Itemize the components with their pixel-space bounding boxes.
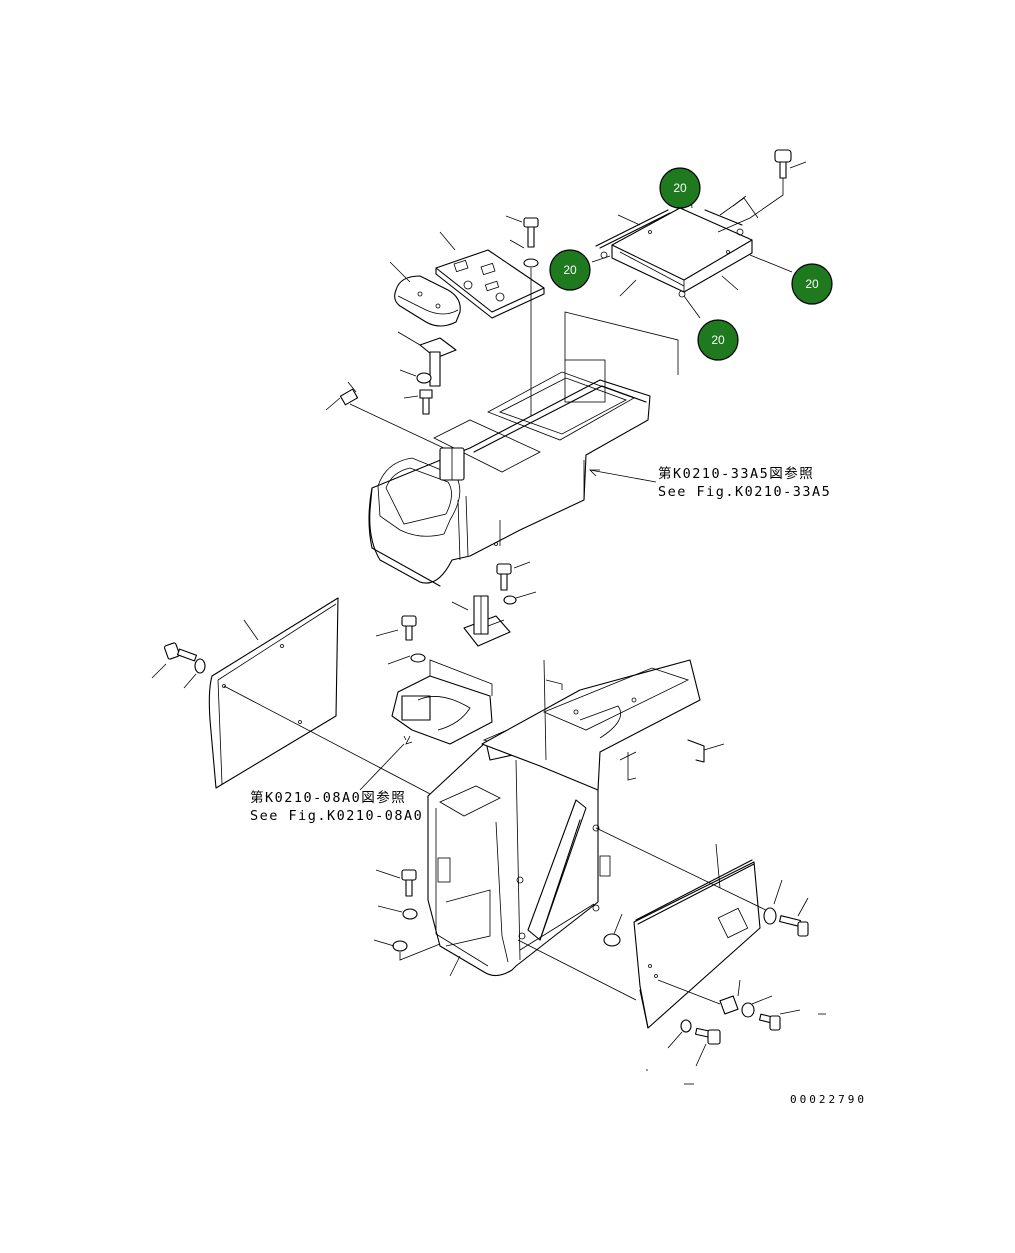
badge-circle (549, 249, 591, 291)
upper-tray-frame (481, 659, 701, 791)
sensor-plug (325, 381, 449, 451)
leader-lines-top (564, 161, 807, 375)
badge-circle (791, 263, 833, 305)
bolt-left-panel (151, 642, 206, 689)
switch-panel (435, 231, 545, 319)
washer-bolt-left (399, 369, 433, 415)
badge-circle (659, 167, 701, 209)
badge-label: 20 (711, 333, 725, 347)
bracket-small (397, 331, 457, 387)
bolt-mid-left (375, 615, 426, 665)
cup-holder-cover (389, 261, 461, 327)
callout-badge-4: 20 (697, 319, 739, 361)
side-panel-right (595, 827, 771, 1029)
bolts-lower-left (373, 869, 441, 961)
hook-clip (687, 739, 725, 763)
reference-lower-jp: 第K0210-08A0図参照 (250, 790, 407, 806)
badge-label: 20 (673, 181, 687, 195)
bolt-mid-right (496, 561, 537, 605)
reference-upper-jp: 第K0210-33A5図参照 (658, 466, 815, 482)
reference-upper-en: See Fig.K0210-33A5 (658, 484, 832, 500)
badge-label: 20 (563, 263, 577, 277)
drawing-number: 00022790 (790, 1093, 867, 1106)
lower-base (427, 715, 611, 977)
upper-console (368, 359, 657, 587)
side-panel-left (208, 597, 435, 797)
callout-badge-2: 20 (549, 249, 591, 291)
knob-screw (717, 149, 792, 233)
grommet-left (517, 913, 637, 1001)
callout-badge-1: 20 (659, 167, 701, 209)
mount-bracket (359, 659, 493, 791)
callout-badge-3: 20 (791, 263, 833, 305)
bolts-right (646, 879, 826, 1085)
badge-circle (697, 319, 739, 361)
upper-cover-plate (595, 207, 753, 298)
pedestal-bracket (451, 595, 511, 647)
badge-label: 20 (805, 277, 819, 291)
reference-lower-en: See Fig.K0210-08A0 (250, 808, 424, 824)
